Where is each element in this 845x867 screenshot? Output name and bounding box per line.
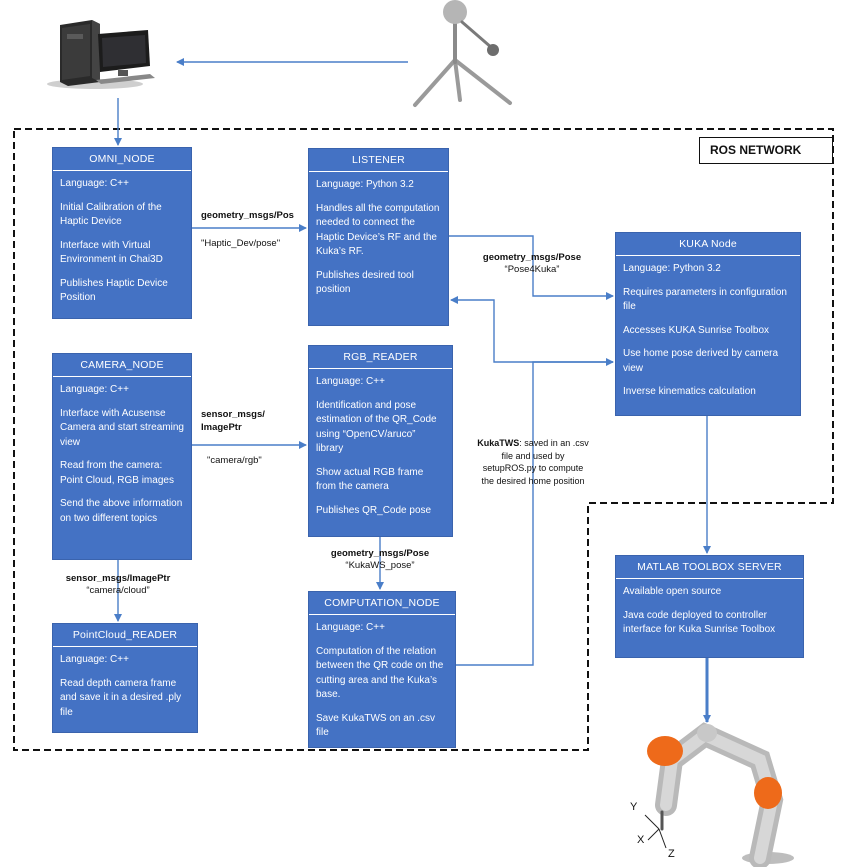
listener-kuka-name: “Pose4Kuka” [504, 264, 560, 275]
omni-node-item: Language: C++ [60, 178, 129, 189]
kukatws-note-line4: the desired home position [481, 475, 585, 486]
camera-node-item: Read from the camera: Point Cloud, RGB i… [60, 460, 174, 486]
kuka-node-item: Use home pose derived by camera view [623, 348, 779, 374]
kukatws-note-line3: setupROS.py to compute [482, 463, 584, 473]
pointcloud-reader-node: PointCloud_READER Language: C++ Read dep… [52, 623, 198, 733]
kuka-node-title: KUKA Node [616, 233, 800, 256]
listener-node-item: Publishes desired tool position [316, 269, 414, 296]
rgb-reader-node-title: RGB_READER [309, 346, 452, 369]
kuka-node-item: Requires parameters in configuration fil… [623, 286, 787, 313]
kuka-to-listener-arrow [450, 296, 613, 363]
computation-node-title: COMPUTATION_NODE [309, 592, 455, 615]
haptic-device-picture [413, 0, 512, 107]
camera-rgb-topic: sensor_msgs/ [201, 409, 265, 420]
kuka-node-item: Inverse kinematics calculation [623, 386, 756, 397]
rgb-reader-node: RGB_READER Language: C++ Identification … [308, 345, 453, 537]
camera-pointcloud-name: “camera/cloud” [86, 585, 150, 596]
ros-network-title: ROS NETWORK [699, 137, 833, 164]
computation-node-item: Computation of the relation between the … [316, 645, 444, 701]
computation-node-item: Save KukaTWS on an .csv file [316, 712, 435, 739]
computation-node-item: Language: C++ [316, 622, 385, 633]
camera-node-item: Interface with Acusense Camera and start… [60, 407, 184, 448]
omni-node-title: OMNI_NODE [53, 148, 191, 171]
kuka-robot-picture [647, 722, 794, 867]
rgb-reader-node-item: Identification and pose estimation of th… [316, 399, 437, 455]
camera-node: CAMERA_NODE Language: C++ Interface with… [52, 353, 192, 560]
kukatws-note: KukaTWS: saved in an .csv file and used … [465, 437, 601, 487]
camera-node-item: Language: C++ [60, 384, 129, 395]
matlab-toolbox-server-node-item: Available open source [623, 586, 722, 597]
kukatws-note-line2: file and used by [501, 450, 565, 461]
camera-node-item: Send the above information on two differ… [60, 498, 183, 524]
pointcloud-reader-node-item: Read depth camera frame and save it in a… [60, 677, 182, 718]
rgb-reader-node-item: Language: C++ [316, 376, 385, 387]
camera-rgb-name: "camera/rgb" [207, 455, 262, 466]
listener-node-item: Handles all the computation needed to co… [316, 202, 440, 258]
camera-node-title: CAMERA_NODE [53, 354, 191, 377]
kukatws-note-bold: KukaTWS [477, 438, 520, 448]
rgb-reader-node-item: Publishes QR_Code pose [316, 504, 432, 516]
rgb-computation-topic: geometry_msgs/Pose [330, 548, 430, 559]
computer-picture [47, 20, 155, 89]
rgb-reader-node-item: Show actual RGB frame from the camera [316, 466, 424, 493]
axis-z-label: Z [668, 848, 675, 860]
computation-to-kuka-arrow [456, 358, 614, 666]
listener-node-item: Language: Python 3.2 [316, 179, 414, 190]
listener-kuka-topic: geometry_msgs/Pose [482, 252, 582, 263]
rgb-computation-name: “KukaWS_pose” [345, 560, 415, 571]
pointcloud-reader-node-item: Language: C++ [60, 654, 129, 665]
omni-listener-name: "Haptic_Dev/pose" [201, 238, 281, 249]
kukatws-note-line1: : saved in an .csv [519, 438, 589, 448]
ros-network-boundary [13, 128, 834, 751]
omni-node-item: Publishes Haptic Device Position [60, 277, 168, 304]
kuka-node-item: Language: Python 3.2 [623, 263, 721, 274]
axis-y-label: Y [630, 801, 638, 813]
omni-listener-topic: geometry_msgs/Pos [201, 210, 294, 221]
kuka-node: KUKA Node Language: Python 3.2 Requires … [615, 232, 801, 416]
listener-node: LISTENER Language: Python 3.2 Handles al… [308, 148, 449, 326]
omni-node-item: Initial Calibration of the Haptic Device [60, 201, 162, 228]
axis-x-label: X [637, 834, 645, 846]
pointcloud-reader-node-title: PointCloud_READER [53, 624, 197, 647]
camera-rgb-topic-line2: ImagePtr [201, 422, 242, 433]
omni-node: OMNI_NODE Language: C++ Initial Calibrat… [52, 147, 192, 319]
computation-node: COMPUTATION_NODE Language: C++ Computati… [308, 591, 456, 748]
camera-pointcloud-topic: sensor_msgs/ImagePtr [65, 573, 171, 584]
listener-node-title: LISTENER [309, 149, 448, 172]
matlab-toolbox-server-node-title: MATLAB TOOLBOX SERVER [616, 556, 803, 579]
listener-to-kuka-arrow [449, 235, 614, 300]
matlab-toolbox-server-node: MATLAB TOOLBOX SERVER Available open sou… [615, 555, 804, 658]
kuka-node-item: Accesses KUKA Sunrise Toolbox [623, 324, 770, 336]
matlab-toolbox-server-node-item: Java code deployed to controller interfa… [623, 609, 776, 636]
tool-frame-axes [644, 814, 667, 849]
omni-node-item: Interface with Virtual Environment in Ch… [60, 239, 163, 266]
